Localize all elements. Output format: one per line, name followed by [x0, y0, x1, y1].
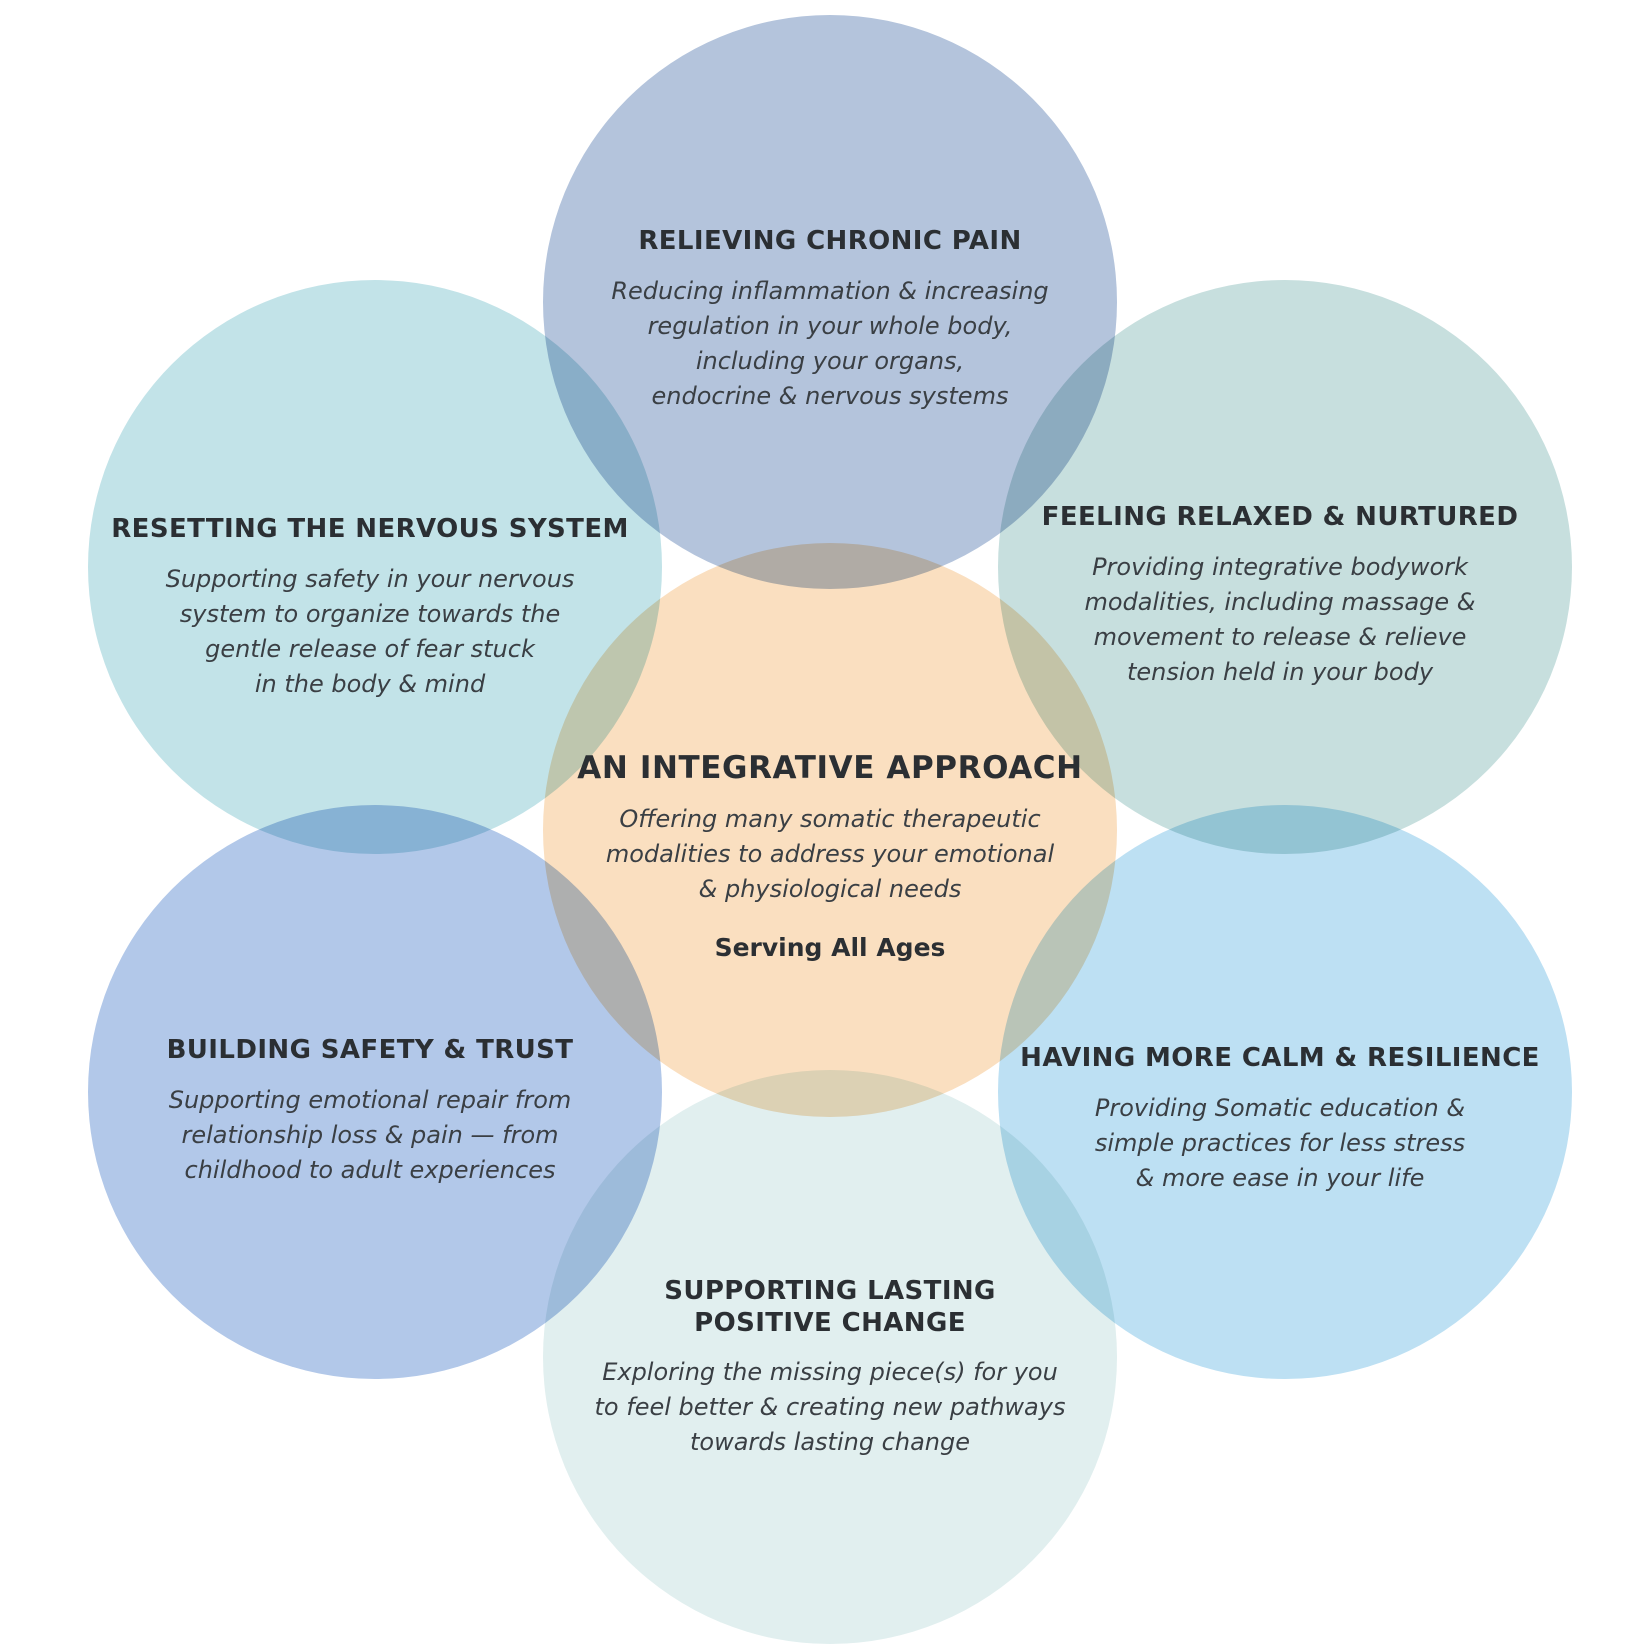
circle-center — [543, 543, 1117, 1117]
node-building-safety-trust: BUILDING SAFETY & TRUST Supporting emoti… — [60, 1035, 680, 1188]
circle-right — [998, 280, 1572, 854]
node-calm-resilience: HAVING MORE CALM & RESILIENCE Providing … — [960, 1043, 1600, 1196]
node-title: RELIEVING CHRONIC PAIN — [638, 226, 1022, 256]
node-title: HAVING MORE CALM & RESILIENCE — [1020, 1043, 1540, 1073]
circle-bottom-right — [998, 805, 1572, 1379]
node-description: Providing integrative bodywork modalitie… — [1084, 552, 1476, 686]
node-title: RESETTING THE NERVOUS SYSTEM — [111, 514, 629, 544]
circle-left — [88, 280, 662, 854]
circle-bottom — [543, 1070, 1117, 1644]
node-description: Supporting emotional repair from relatio… — [168, 1085, 572, 1184]
node-resetting-nervous-system: RESETTING THE NERVOUS SYSTEM Supporting … — [60, 514, 680, 702]
node-lasting-positive-change: SUPPORTING LASTING POSITIVE CHANGE Explo… — [555, 1276, 1105, 1460]
circle-bottom-left — [88, 805, 662, 1379]
node-feeling-relaxed-nurtured: FEELING RELAXED & NURTURED Providing int… — [960, 502, 1600, 690]
circle-top — [543, 15, 1117, 589]
node-description: Providing Somatic education & simple pra… — [1094, 1093, 1466, 1192]
node-description: Supporting safety in your nervous system… — [165, 564, 575, 698]
node-integrative-approach: AN INTEGRATIVE APPROACH Offering many so… — [560, 750, 1100, 962]
center-description: Offering many somatic therapeutic modali… — [605, 804, 1055, 903]
node-title: SUPPORTING LASTING POSITIVE CHANGE — [664, 1276, 996, 1338]
node-title: BUILDING SAFETY & TRUST — [166, 1035, 574, 1065]
center-title: AN INTEGRATIVE APPROACH — [577, 750, 1083, 786]
node-title: FEELING RELAXED & NURTURED — [1041, 502, 1519, 532]
center-tagline: Serving All Ages — [714, 932, 946, 962]
node-relieving-chronic-pain: RELIEVING CHRONIC PAIN Reducing inflamma… — [555, 226, 1105, 414]
node-description: Reducing inflammation & increasing regul… — [611, 276, 1049, 410]
node-description: Exploring the missing piece(s) for you t… — [594, 1358, 1066, 1457]
